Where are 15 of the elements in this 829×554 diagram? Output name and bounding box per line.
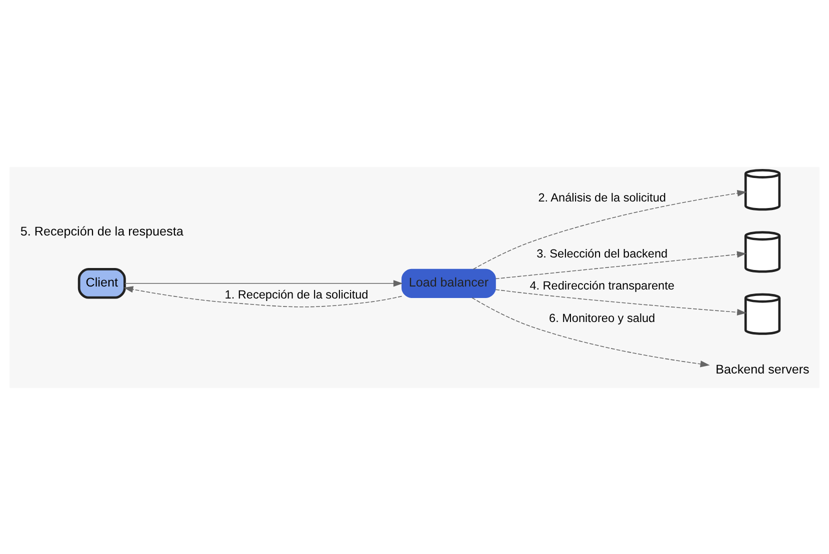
arrow bbox=[124, 280, 403, 286]
edge-label: 1. Recepción de la solicitud bbox=[224, 288, 368, 301]
edge-label: 6. Monitoreo y salud bbox=[549, 311, 656, 324]
node-box: Client bbox=[78, 268, 126, 298]
arrow bbox=[472, 190, 747, 270]
node-box: Load balancer bbox=[402, 268, 496, 298]
edge-label: 4. Redirección transparente bbox=[530, 279, 674, 292]
edge-label: 2. Análisis de la solicitud bbox=[538, 191, 666, 204]
node-text: Backend servers bbox=[716, 362, 810, 376]
arrow bbox=[495, 288, 747, 316]
arrow bbox=[124, 286, 402, 307]
arrow bbox=[472, 296, 710, 367]
edge-label: 3. Selección del backend bbox=[536, 246, 668, 260]
label: 5. Recepción de la respuesta bbox=[20, 224, 184, 238]
arrow bbox=[495, 250, 746, 279]
